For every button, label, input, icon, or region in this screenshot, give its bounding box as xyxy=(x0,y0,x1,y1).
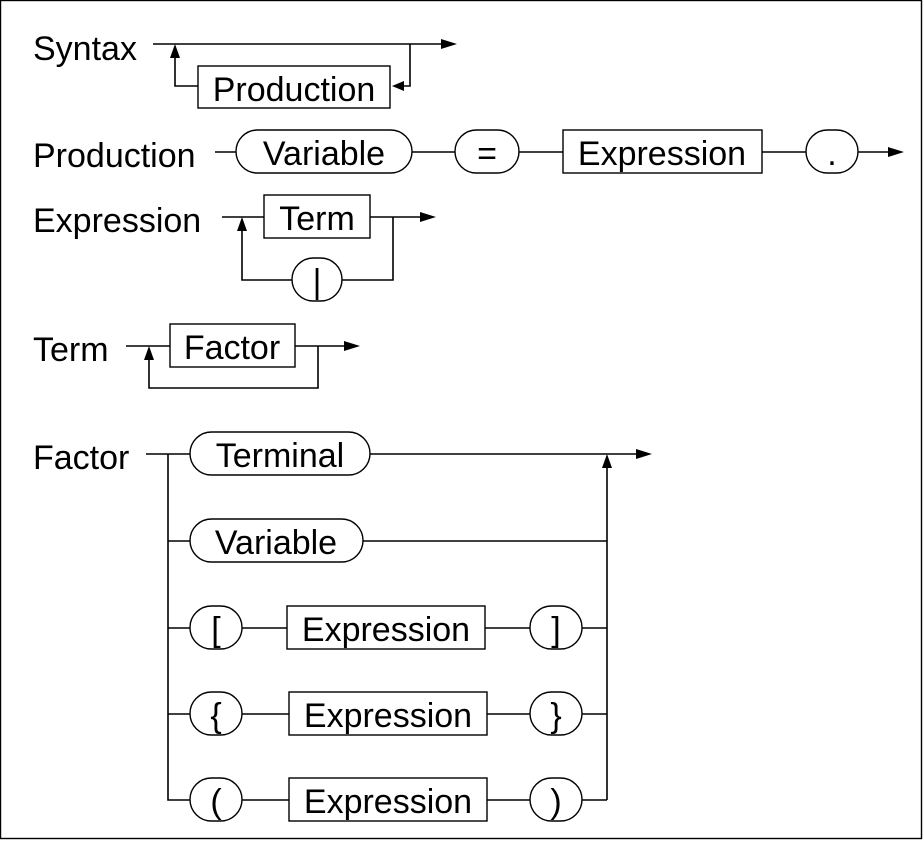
arrow-up-icon xyxy=(144,346,154,360)
syntax-production-label: Production xyxy=(213,71,376,109)
arrow-up-icon xyxy=(602,454,612,468)
arrow-up-icon xyxy=(237,217,247,231)
syntax-rule-name: Syntax xyxy=(33,30,137,68)
rule-production: Production Variable = Expression . xyxy=(33,129,904,175)
factor-terminal-label: Terminal xyxy=(216,437,344,475)
factor-bracket-expression-box xyxy=(286,605,486,650)
rule-term: Term Factor xyxy=(33,323,360,389)
factor-variable-label: Variable xyxy=(215,524,337,562)
production-expression-label: Expression xyxy=(578,135,746,173)
term-rule-name: Term xyxy=(33,331,109,369)
expression-bar-label: | xyxy=(313,263,322,301)
factor-rbrace-label: } xyxy=(550,697,561,735)
rule-expression: Expression Term | xyxy=(33,194,436,302)
arrow-right-icon xyxy=(344,341,360,351)
factor-terminal-oval xyxy=(189,431,371,476)
expression-rule-name: Expression xyxy=(33,202,201,240)
expression-term-label: Term xyxy=(279,200,355,238)
factor-rbracket-label: ] xyxy=(551,611,560,649)
rule-syntax: Syntax Production xyxy=(33,30,457,109)
factor-rparen-label: ) xyxy=(550,783,561,821)
production-equals-label: = xyxy=(477,135,497,173)
arrow-right-icon xyxy=(636,449,652,459)
factor-paren-expression-box xyxy=(288,777,488,822)
factor-rule-name: Factor xyxy=(33,439,129,477)
production-period-label: . xyxy=(827,135,836,173)
arrow-right-icon xyxy=(888,147,904,157)
term-factor-label: Factor xyxy=(184,329,280,367)
factor-lbracket-label: [ xyxy=(211,611,221,649)
arrow-left-icon xyxy=(392,81,404,91)
arrow-right-icon xyxy=(420,212,436,222)
rule-factor: Factor Terminal Variable [ Expression ] … xyxy=(33,431,652,822)
arrow-up-icon xyxy=(170,44,180,58)
factor-bracket-expression-label: Expression xyxy=(302,611,470,649)
production-expression-box xyxy=(562,129,763,174)
syntax-production-box xyxy=(197,65,391,109)
factor-lparen-label: ( xyxy=(210,783,222,821)
factor-paren-expression-label: Expression xyxy=(304,783,472,821)
factor-brace-expression-label: Expression xyxy=(304,697,472,735)
expression-term-box xyxy=(263,194,371,239)
production-rule-name: Production xyxy=(33,137,196,175)
factor-lbrace-label: { xyxy=(210,697,221,735)
production-variable-label: Variable xyxy=(263,135,385,173)
arrow-right-icon xyxy=(441,39,457,49)
